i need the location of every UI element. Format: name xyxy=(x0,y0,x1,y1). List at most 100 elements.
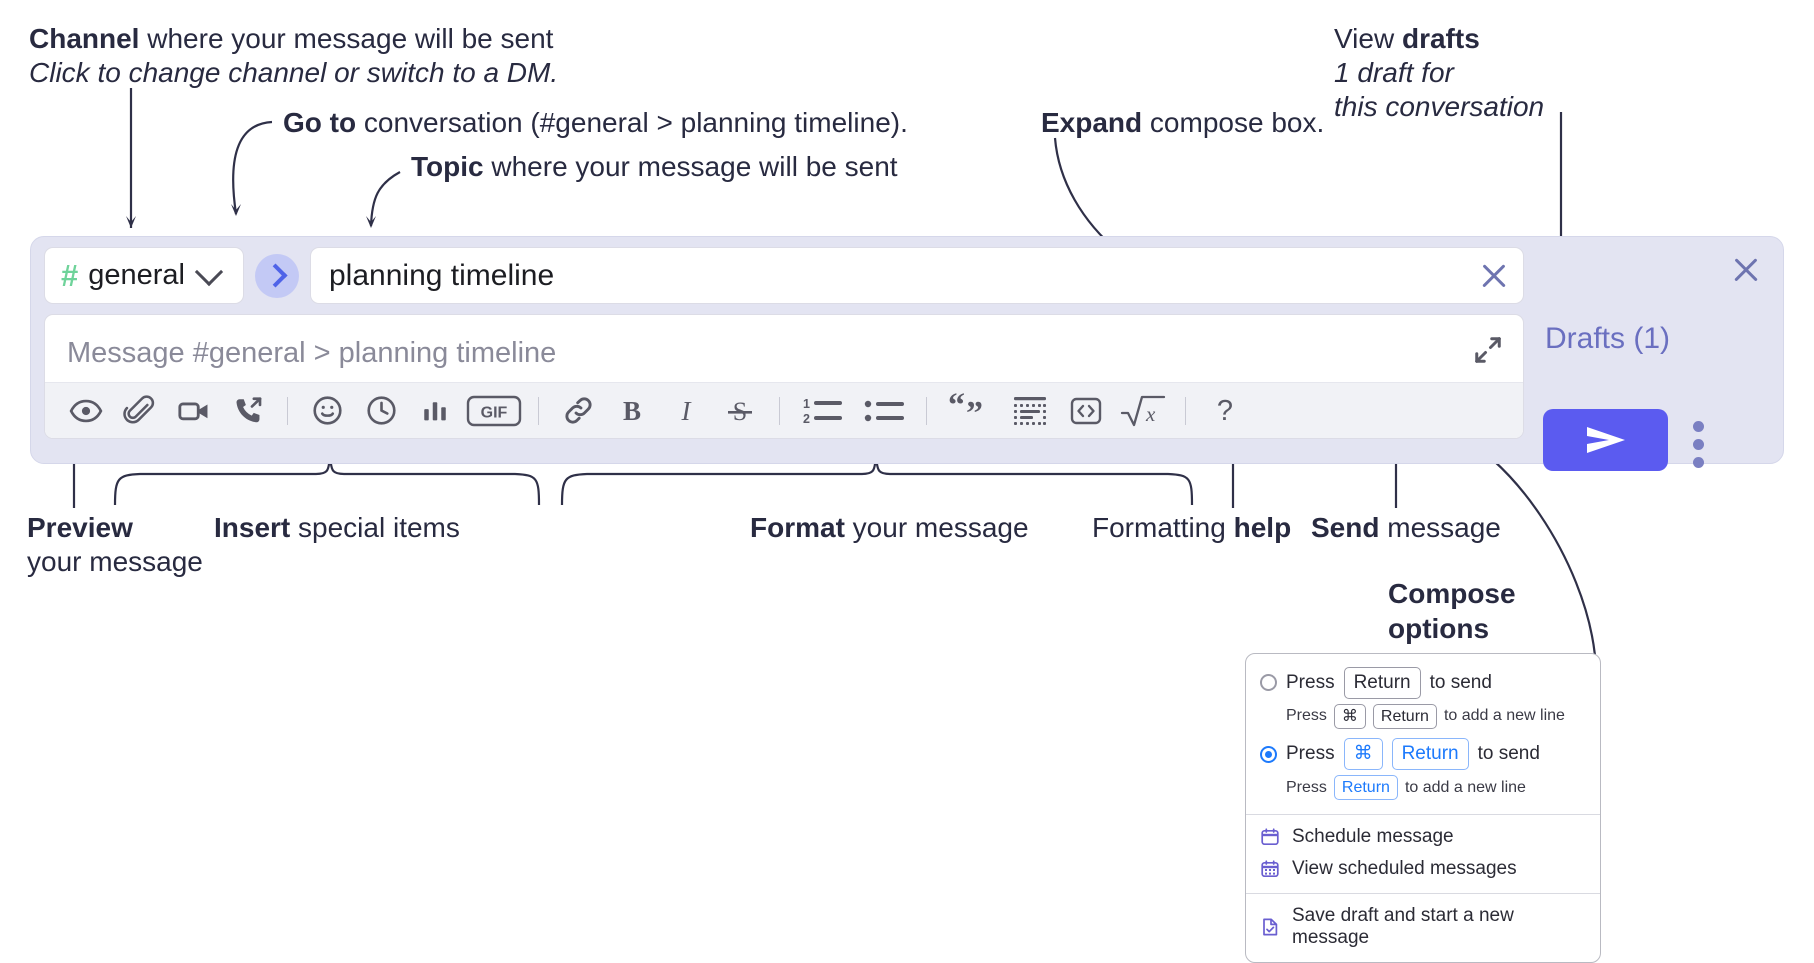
send-option-row[interactable]: Press Return to send xyxy=(1246,664,1600,702)
drafts-link[interactable]: Drafts (1) xyxy=(1545,322,1671,355)
close-icon[interactable] xyxy=(1731,255,1761,285)
annotation-compose-bold2: options xyxy=(1388,613,1490,645)
formatting-help-button[interactable]: ? xyxy=(1198,389,1252,433)
topic-input-value: planning timeline xyxy=(329,258,555,292)
link-button[interactable] xyxy=(551,389,605,433)
send-option-row[interactable]: Press ⌘ Return to send xyxy=(1246,735,1600,773)
annotation-drafts-bold: drafts xyxy=(1401,23,1480,54)
annotation-format-bold: Format xyxy=(750,512,845,543)
channel-selector[interactable]: # general xyxy=(44,247,244,304)
bold-button[interactable]: B xyxy=(605,389,659,433)
math-button[interactable]: x xyxy=(1113,389,1173,433)
message-input[interactable]: Message #general > planning timeline xyxy=(44,314,1524,439)
key-return: Return xyxy=(1333,774,1398,801)
bulleted-list-button[interactable] xyxy=(854,389,914,433)
annotation-expand-rest: compose box. xyxy=(1142,107,1325,138)
menu-item-save-draft[interactable]: Save draft and start a new message xyxy=(1246,900,1600,954)
radio-button-selected[interactable] xyxy=(1260,745,1277,763)
send-button[interactable] xyxy=(1543,409,1668,471)
menu-item-view-scheduled-messages[interactable]: View scheduled messages xyxy=(1246,853,1600,885)
annotation-help-bold: help xyxy=(1233,512,1292,543)
annotation-send-rest: message xyxy=(1379,512,1501,543)
send-option-pre: Press xyxy=(1286,743,1335,765)
annotation-expand-bold: Expand xyxy=(1041,107,1143,138)
svg-text:B: B xyxy=(623,396,641,426)
compose-inner: # general planning timeline Message #gen… xyxy=(44,247,1524,439)
compose-panel: # general planning timeline Message #gen… xyxy=(30,236,1784,471)
toolbar-separator xyxy=(538,396,539,425)
preview-button[interactable] xyxy=(59,389,113,433)
annotation-channel: Channel where your message will be sent … xyxy=(29,22,558,90)
annotation-preview: Preview your message xyxy=(27,511,203,579)
svg-text:“: “ xyxy=(948,387,965,424)
svg-text:1: 1 xyxy=(803,397,810,411)
svg-text:”: ” xyxy=(966,395,983,432)
menu-divider xyxy=(1246,814,1600,816)
vertical-dots-icon xyxy=(1693,439,1704,450)
audio-clip-button[interactable] xyxy=(221,389,275,433)
compose-options-button[interactable] xyxy=(1693,421,1704,468)
toolbar-separator xyxy=(926,396,927,425)
menu-item-schedule-message[interactable]: Schedule message xyxy=(1246,821,1600,853)
vertical-dots-icon xyxy=(1693,457,1704,468)
menu-item-label: Save draft and start a new message xyxy=(1292,905,1514,949)
annotation-format: Format your message xyxy=(750,511,1029,545)
annotation-insert-rest: special items xyxy=(290,512,460,543)
send-option-post: to send xyxy=(1477,743,1540,765)
annotation-preview-bold: Preview xyxy=(27,512,133,543)
menu-divider xyxy=(1246,893,1600,895)
svg-text:I: I xyxy=(681,396,693,426)
video-clip-button[interactable] xyxy=(167,389,221,433)
compose-right-rail: Drafts (1) xyxy=(1525,237,1783,471)
annotation-insert-bold: Insert xyxy=(214,512,291,543)
svg-text:2: 2 xyxy=(803,412,810,426)
toolbar-separator xyxy=(779,396,780,425)
emoji-button[interactable] xyxy=(300,389,354,433)
key-return: Return xyxy=(1372,703,1437,730)
annotation-topic-bold: Topic xyxy=(411,151,484,182)
expand-icon[interactable] xyxy=(1473,335,1503,365)
blockquote-button[interactable]: “ ” xyxy=(939,387,1001,433)
radio-button[interactable] xyxy=(1260,674,1277,692)
chevron-right-icon xyxy=(262,263,288,288)
menu-item-label: Schedule message xyxy=(1292,826,1454,848)
goto-conversation-button[interactable] xyxy=(255,253,299,298)
channel-name-label: general xyxy=(88,259,185,291)
reminder-button[interactable] xyxy=(354,389,408,433)
key-return: Return xyxy=(1391,738,1469,770)
annotation-drafts-italic2: this conversation xyxy=(1334,91,1545,123)
gif-button[interactable]: GIF xyxy=(462,389,526,433)
svg-text:GIF: GIF xyxy=(481,404,508,421)
annotation-goto-rest: conversation (#general > planning timeli… xyxy=(356,107,908,138)
poll-button[interactable] xyxy=(408,389,462,433)
calendar-grid-icon xyxy=(1260,859,1280,879)
send-option-post: to send xyxy=(1429,671,1492,693)
strikethrough-button[interactable]: S xyxy=(713,389,767,433)
annotation-topic: Topic where your message will be sent xyxy=(411,150,898,184)
annotation-goto-bold: Go to xyxy=(283,107,357,138)
code-button[interactable] xyxy=(1059,389,1113,433)
code-block-button[interactable] xyxy=(1001,389,1059,433)
message-input-placeholder: Message #general > planning timeline xyxy=(67,337,557,369)
annotation-topic-rest: where your message will be sent xyxy=(483,151,898,182)
italic-button[interactable]: I xyxy=(659,389,713,433)
close-icon[interactable] xyxy=(1479,261,1509,291)
vertical-dots-icon xyxy=(1693,421,1704,432)
compose-options-menu: Press Return to send Press ⌘ Return to a… xyxy=(1245,653,1601,963)
sub-pre: Press xyxy=(1286,778,1327,796)
annotation-drafts: View drafts 1 draft for this conversatio… xyxy=(1334,22,1544,124)
svg-text:x: x xyxy=(1145,402,1156,426)
sub-pre: Press xyxy=(1286,707,1327,725)
ordered-list-button[interactable]: 1 2 xyxy=(792,389,854,433)
compose-header-row: # general planning timeline xyxy=(44,247,1524,304)
annotation-help-pre: Formatting xyxy=(1092,512,1234,543)
annotation-channel-rest: where your message will be sent xyxy=(139,23,554,54)
topic-input[interactable]: planning timeline xyxy=(310,247,1524,304)
annotation-send: Send message xyxy=(1311,511,1501,545)
calendar-icon xyxy=(1260,827,1280,847)
paper-plane-icon xyxy=(1586,427,1625,453)
attach-button[interactable] xyxy=(113,389,167,433)
formatting-toolbar: GIF B I xyxy=(45,382,1523,438)
toolbar-separator xyxy=(287,396,288,425)
annotation-compose-bold1: Compose xyxy=(1388,578,1516,609)
